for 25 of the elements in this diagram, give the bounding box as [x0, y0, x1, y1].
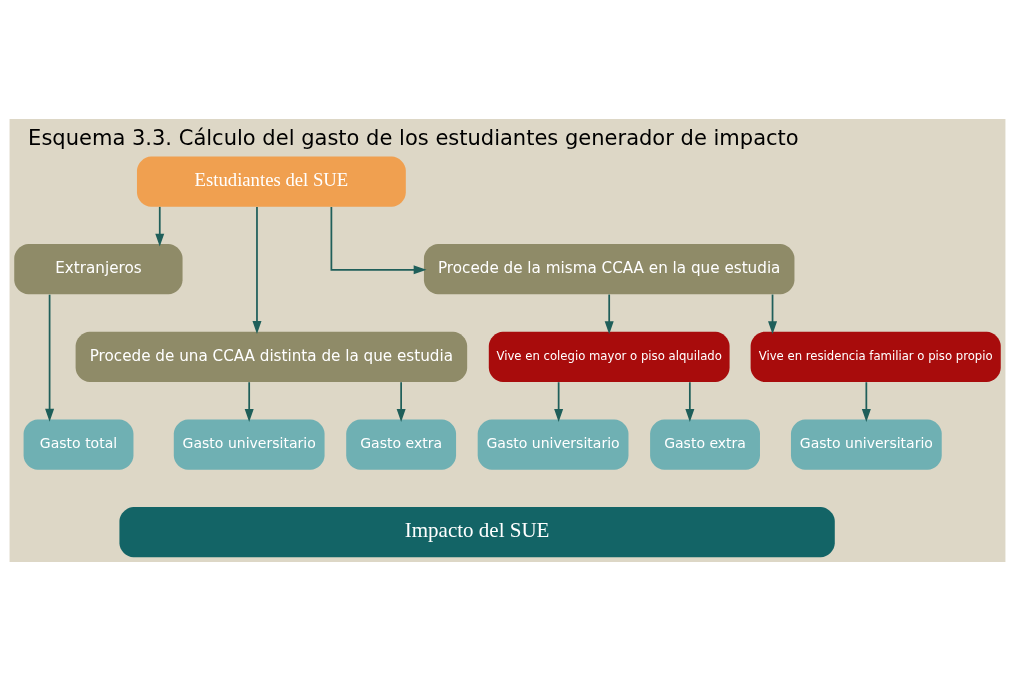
node-box: Gasto extra — [649, 419, 760, 470]
node-box: Extranjeros — [13, 244, 183, 295]
arrow — [244, 381, 254, 422]
diagram-title: Esquema 3.3. Cálculo del gasto de los estudiantes generador de impacto — [27, 125, 799, 151]
node-box: Vive en colegio mayor o piso alquilado — [488, 331, 730, 382]
arrow — [767, 293, 777, 335]
node-box: Estudiantes del SUE — [136, 156, 406, 207]
arrow — [251, 206, 261, 334]
node-box: Vive en residencia familiar o piso propio — [750, 331, 1001, 382]
node-box: Gasto extra — [345, 419, 456, 470]
arrow — [553, 381, 563, 422]
node-box: Impacto del SUE — [118, 507, 835, 558]
arrow — [330, 206, 427, 275]
node-box: Gasto universitario — [173, 419, 325, 470]
arrow — [154, 206, 164, 247]
arrow — [396, 381, 406, 422]
arrow — [684, 381, 694, 422]
node-box: Gasto universitario — [477, 419, 628, 470]
node-box: Gasto universitario — [790, 419, 942, 470]
arrow — [44, 293, 54, 422]
arrow — [861, 381, 871, 422]
node-box: Procede de la misma CCAA en la que estudia — [423, 244, 794, 295]
node-box: Procede de una CCAA distinta de la que estudia — [75, 331, 467, 382]
node-box: Gasto total — [23, 419, 133, 470]
arrow — [604, 293, 614, 335]
